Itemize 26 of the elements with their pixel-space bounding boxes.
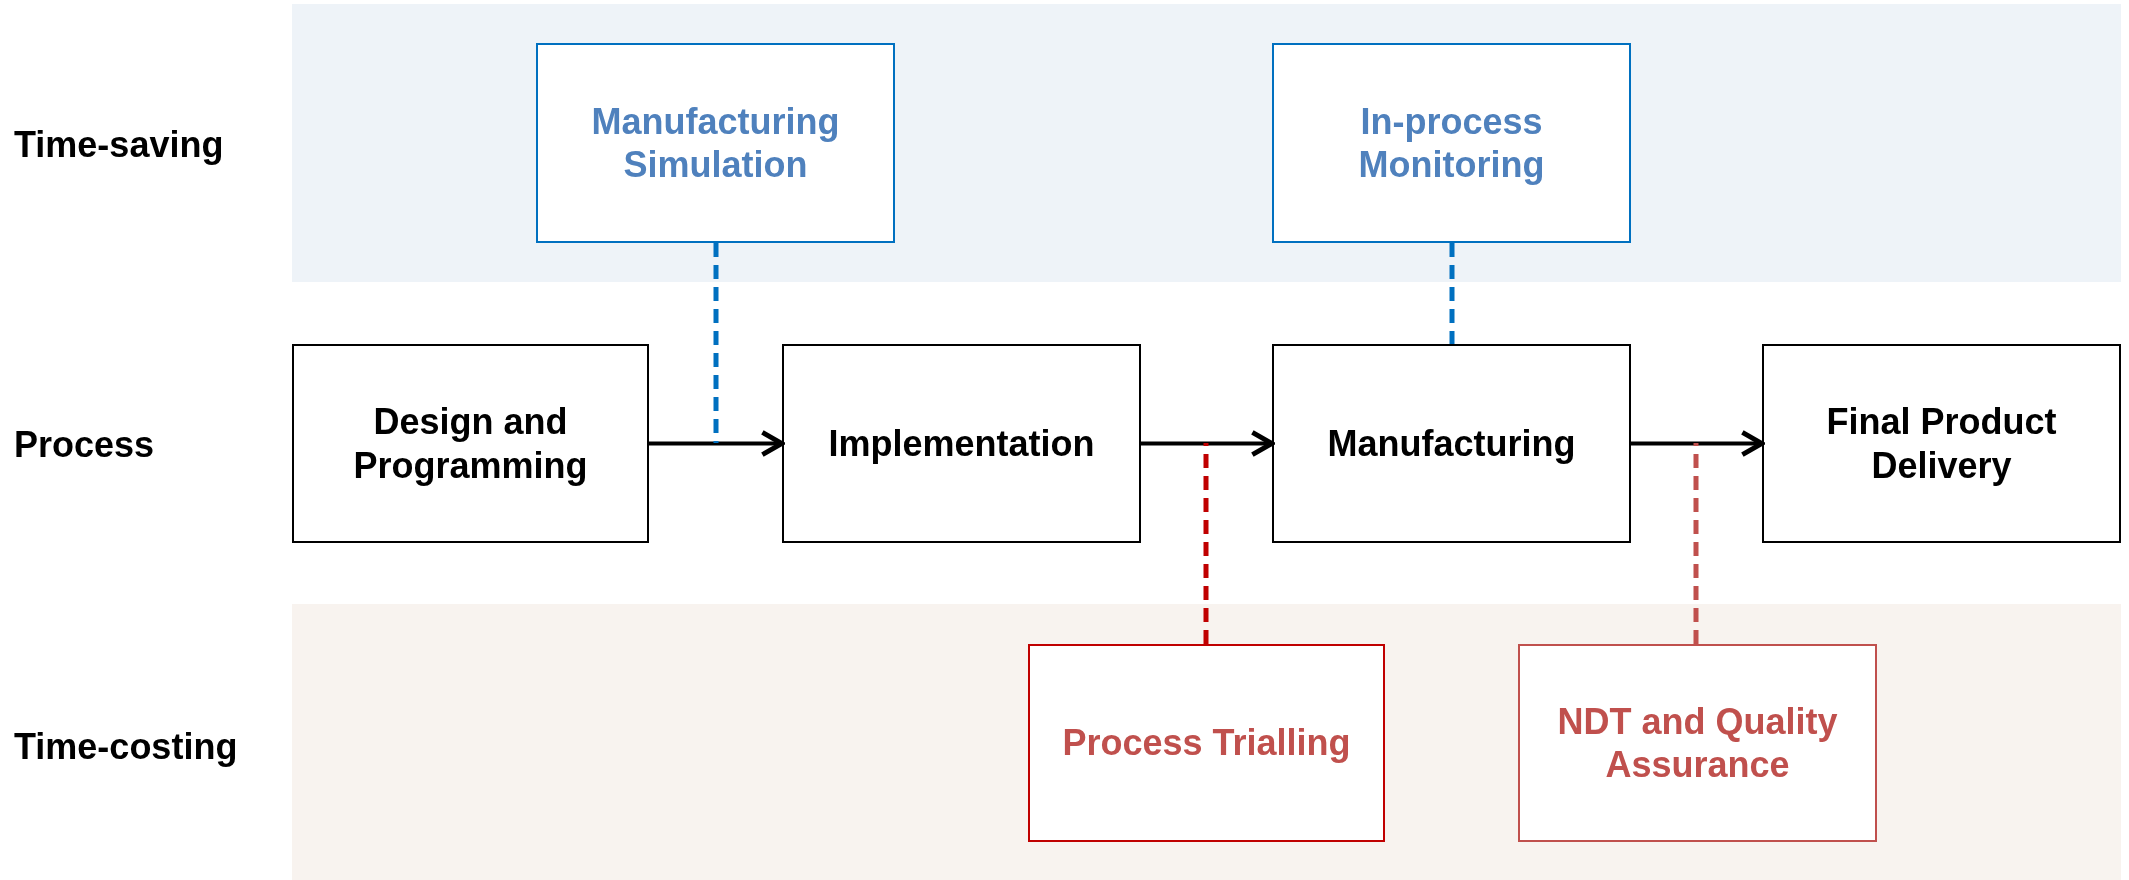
row-label: Process <box>14 424 155 466</box>
dashed-connector <box>1449 243 1455 344</box>
arrow <box>1141 429 1275 458</box>
process-box <box>292 344 649 543</box>
box-label: In-process Monitoring <box>1357 99 1546 187</box>
box-label: Design and Programming <box>352 400 589 487</box>
row-label: Time-costing <box>14 726 238 768</box>
dashed-connector <box>1693 443 1699 644</box>
process-box <box>1762 344 2121 543</box>
process-box <box>782 344 1141 543</box>
arrow <box>649 429 785 458</box>
row-label: Time-saving <box>14 124 224 166</box>
box-label: NDT and Quality Assurance <box>1556 699 1839 787</box>
process-box <box>1028 644 1385 842</box>
dashed-connector <box>713 243 719 443</box>
box-label: Process Trialling <box>1062 721 1351 765</box>
dashed-connector <box>1203 443 1209 644</box>
box-label: Implementation <box>828 421 1095 466</box>
box-label: Manufacturing Simulation <box>590 99 841 187</box>
process-box <box>1272 344 1631 543</box>
box-label: Manufacturing <box>1327 421 1576 466</box>
process-box <box>536 43 895 243</box>
box-label: Final Product Delivery <box>1825 400 2058 487</box>
process-box <box>1518 644 1877 842</box>
arrow <box>1631 429 1765 458</box>
process-box <box>1272 43 1631 243</box>
